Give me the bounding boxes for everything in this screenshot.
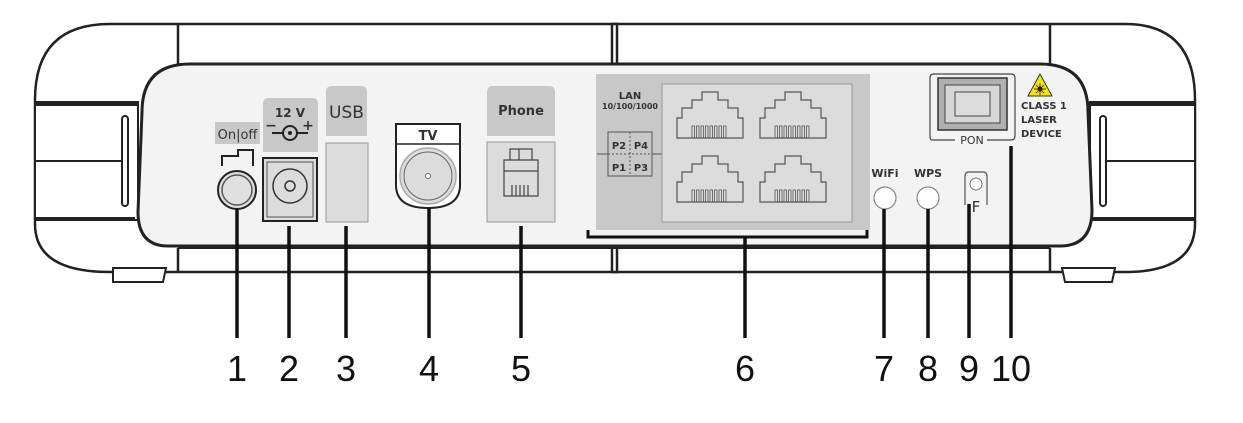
lan-speed-label: 10/100/1000 — [602, 102, 658, 111]
left-side-vent — [34, 101, 168, 283]
rj45-pin — [783, 125, 787, 139]
callout-number-1: 1 — [227, 348, 247, 389]
wps-label: WPS — [914, 167, 942, 180]
rj45-sockets[interactable] — [676, 91, 827, 203]
rj45-pin — [779, 125, 783, 139]
rj45-pin — [705, 189, 709, 203]
rj45-pin — [806, 189, 810, 203]
rj45-socket[interactable] — [676, 91, 744, 139]
rj45-pin — [714, 125, 718, 139]
lan-ports[interactable]: LAN 10/100/1000 P2 P4 P1 P3 — [586, 74, 870, 239]
laser-warning-line-3: DEVICE — [1021, 129, 1062, 140]
rj45-pin — [788, 125, 792, 139]
port-map-p1: P1 — [612, 163, 626, 174]
tv-label: TV — [419, 129, 438, 144]
rj45-pin — [709, 189, 713, 203]
callout-number-3: 3 — [336, 348, 356, 389]
laser-warning: CLASS 1 LASER DEVICE — [1021, 72, 1067, 140]
dc-jack-icon[interactable] — [262, 157, 318, 222]
callout-number-2: 2 — [279, 348, 299, 389]
power-label: On|off — [218, 128, 259, 143]
reset-button-port[interactable]: F — [964, 171, 988, 216]
rj45-pin — [691, 189, 695, 203]
rj45-pin — [779, 189, 783, 203]
rj45-pin — [691, 125, 695, 139]
lan-label: LAN — [619, 91, 641, 102]
pon-label: PON — [960, 134, 984, 147]
callout-number-8: 8 — [918, 348, 938, 389]
reset-label: F — [972, 198, 981, 216]
rj45-pin — [806, 125, 810, 139]
wifi-button[interactable] — [873, 186, 897, 210]
rj45-socket[interactable] — [676, 155, 744, 203]
callout-number-9: 9 — [959, 348, 979, 389]
lan-bracket — [586, 230, 869, 239]
rj45-pin — [696, 125, 700, 139]
rj45-pin — [718, 125, 722, 139]
phone-port[interactable]: Phone — [486, 86, 556, 223]
rj45-pin — [723, 189, 727, 203]
rj45-pin — [801, 125, 805, 139]
port-map-p4: P4 — [634, 141, 648, 152]
rj45-pin — [774, 125, 778, 139]
wifi-button-port[interactable]: WiFi — [871, 167, 899, 210]
dc-voltage-label: 12 V — [275, 106, 306, 120]
rj45-pin — [783, 189, 787, 203]
usb-socket-icon[interactable] — [325, 142, 369, 223]
rj45-pin — [696, 189, 700, 203]
callout-number-5: 5 — [511, 348, 531, 389]
power-switch-lever — [221, 149, 254, 166]
callout-number-6: 6 — [735, 348, 755, 389]
rj45-pin — [700, 125, 704, 139]
rj45-pin — [705, 125, 709, 139]
callout-number-7: 7 — [874, 348, 894, 389]
power-label-bg — [215, 122, 260, 144]
rj45-pin — [792, 189, 796, 203]
power-button-port[interactable]: On|off — [215, 122, 260, 210]
phone-label: Phone — [498, 104, 544, 119]
callout-leaders — [235, 146, 1013, 338]
minus-sign: − — [265, 118, 277, 134]
port-map-p2: P2 — [612, 141, 626, 152]
plus-sign: + — [302, 118, 314, 134]
dc-power-jack-port[interactable]: 12 V − + — [262, 98, 318, 222]
rj45-socket[interactable] — [759, 155, 827, 203]
rj45-pin — [723, 125, 727, 139]
wps-button[interactable] — [916, 186, 940, 210]
rj45-pin — [797, 189, 801, 203]
rj45-pin — [788, 189, 792, 203]
rj45-pin — [709, 125, 713, 139]
rj45-pin — [792, 125, 796, 139]
reset-button[interactable] — [969, 177, 983, 191]
right-side-vent — [1060, 101, 1196, 283]
rj45-pin — [801, 189, 805, 203]
wps-button-port[interactable]: WPS — [914, 167, 942, 210]
wifi-label: WiFi — [871, 167, 898, 180]
rj45-pin — [797, 125, 801, 139]
rj45-pin — [700, 189, 704, 203]
rj11-socket-icon[interactable] — [503, 148, 539, 197]
rj45-pin — [714, 189, 718, 203]
callout-number-4: 4 — [419, 348, 439, 389]
laser-warning-line-1: CLASS 1 — [1021, 101, 1067, 112]
usb-port[interactable]: USB — [325, 86, 369, 223]
coax-tv-port[interactable]: TV — [395, 123, 461, 210]
port-map-p3: P3 — [634, 163, 648, 174]
rj45-pin — [718, 189, 722, 203]
rj45-socket[interactable] — [759, 91, 827, 139]
rj45-pin — [774, 189, 778, 203]
pon-port[interactable]: PON — [929, 73, 1016, 147]
usb-label: USB — [329, 103, 364, 123]
callout-number-10: 10 — [991, 348, 1031, 389]
laser-warning-line-2: LASER — [1021, 115, 1057, 126]
